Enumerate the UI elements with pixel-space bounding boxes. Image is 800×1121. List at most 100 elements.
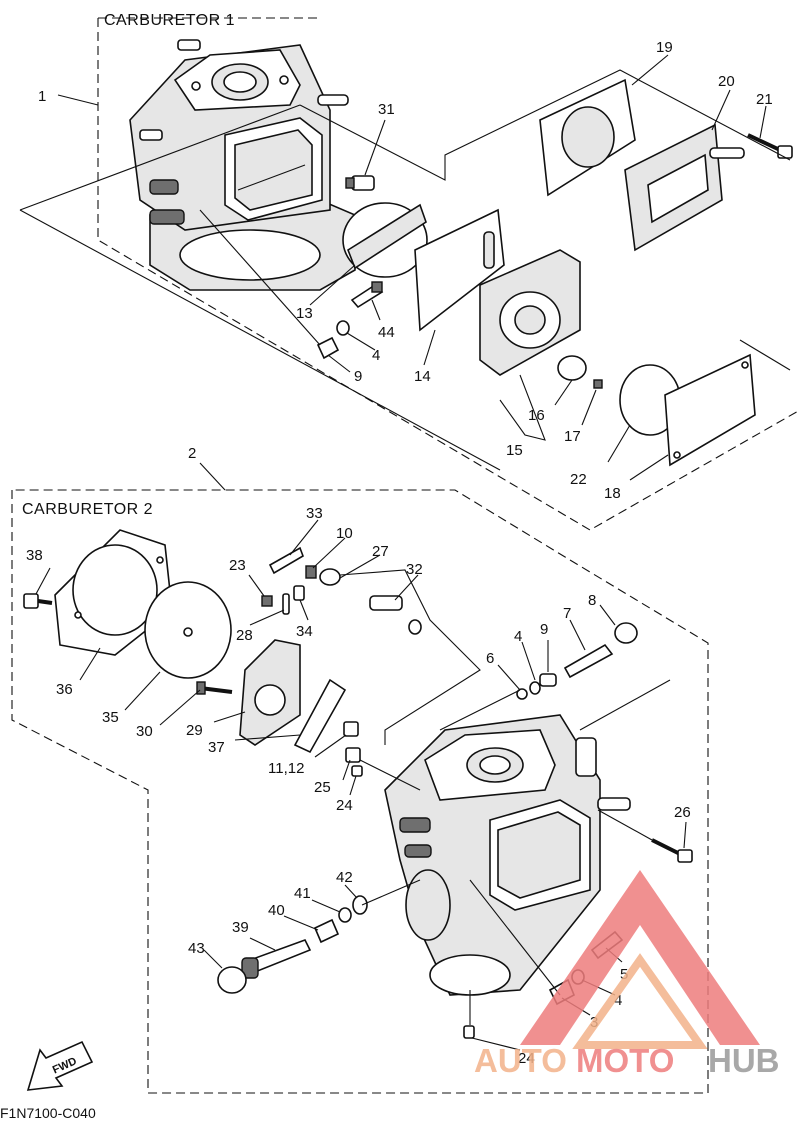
callout-10: 10 — [336, 525, 353, 542]
callout-labels: 1 31 13 44 4 9 14 16 17 15 22 18 19 20 2… — [26, 39, 773, 1067]
callout-4-upper: 4 — [372, 347, 380, 364]
callout-26: 26 — [674, 804, 691, 821]
part-30-screw — [196, 681, 233, 695]
callout-4-lower: 4 — [614, 992, 622, 1009]
callout-13: 13 — [296, 305, 313, 322]
callout-6: 6 — [486, 650, 494, 667]
part-28-pin — [282, 593, 290, 615]
part-19-gasket — [539, 78, 636, 197]
callout-27: 27 — [372, 543, 389, 560]
drawing-code: F1N7100-C040 — [0, 1105, 96, 1121]
automotohub-watermark: AUTO MOTO HUB — [474, 870, 780, 1079]
callout-32: 32 — [406, 561, 423, 578]
part-26-bolt — [651, 838, 693, 863]
part-35-diaphragm — [144, 581, 232, 679]
carburetor-1-body — [129, 39, 356, 291]
part-37-gasket — [293, 678, 347, 754]
part-27-plate — [319, 568, 341, 586]
watermark-inner-triangle-icon — [572, 953, 708, 1049]
part-8-cap — [614, 622, 638, 644]
part-31-screw — [345, 175, 375, 191]
callout-14: 14 — [414, 368, 431, 385]
callout-15: 15 — [506, 442, 523, 459]
callout-43: 43 — [188, 940, 205, 957]
carburetor-2-guide-lines — [339, 569, 671, 1025]
part-13-diaphragm — [342, 202, 428, 278]
callout-35: 35 — [102, 709, 119, 726]
callout-23: 23 — [229, 557, 246, 574]
part-24-jet-upper — [351, 765, 363, 777]
callout-37: 37 — [208, 739, 225, 756]
callout-38: 38 — [26, 547, 43, 564]
part-33-lever — [268, 546, 304, 575]
watermark-text-hub: HUB — [708, 1042, 780, 1079]
callout-8: 8 — [588, 592, 596, 609]
part-32-needle — [369, 595, 422, 635]
part-44-needle-valve — [350, 281, 384, 309]
callout-28: 28 — [236, 627, 253, 644]
callout-leaders — [35, 54, 767, 1051]
callout-18: 18 — [604, 485, 621, 502]
watermark-text-auto: AUTO — [474, 1042, 567, 1079]
part-42-o-ring — [352, 895, 368, 915]
callout-31: 31 — [378, 101, 395, 118]
part-39-throttle-screw — [241, 939, 312, 979]
callout-34: 34 — [296, 623, 313, 640]
callout-39: 39 — [232, 919, 249, 936]
part-18-cover — [664, 353, 756, 467]
callout-16: 16 — [528, 407, 545, 424]
callout-42: 42 — [336, 869, 353, 886]
callout-24-lower: 24 — [518, 1050, 535, 1067]
part-23-screw — [261, 595, 273, 607]
part-40-spring — [313, 918, 340, 944]
part-43-cap — [217, 966, 247, 994]
callout-21: 21 — [756, 91, 773, 108]
carburetor-1-guide-lines — [19, 69, 791, 471]
callout-11-12: 11,12 — [268, 760, 304, 777]
part-21-bolt — [747, 133, 793, 159]
part-34-spring — [293, 585, 305, 601]
callout-36: 36 — [56, 681, 73, 698]
part-38-bolt — [23, 593, 53, 609]
part-11-12-jet — [343, 721, 359, 737]
carburetor-1-title: CARBURETOR 1 — [104, 12, 235, 29]
callout-17: 17 — [564, 428, 581, 445]
callout-24-upper: 24 — [336, 797, 353, 814]
part-25-jet — [345, 747, 361, 763]
callout-41: 41 — [294, 885, 311, 902]
part-7-screw — [563, 643, 614, 679]
callout-7: 7 — [563, 605, 571, 622]
part-4-washer-upper — [336, 320, 350, 336]
part-6-o-ring — [516, 688, 528, 700]
callout-19: 19 — [656, 39, 673, 56]
part-9-spring-upper — [316, 336, 340, 360]
watermark-triangle-icon — [520, 870, 760, 1045]
callout-25: 25 — [314, 779, 331, 796]
callout-40: 40 — [268, 902, 285, 919]
part-16-check-valve — [557, 355, 587, 381]
callout-29: 29 — [186, 722, 203, 739]
part-36-cover — [54, 529, 173, 656]
part-14-gasket — [414, 208, 505, 332]
part-20-plate — [624, 123, 745, 252]
part-41-washer — [338, 907, 352, 923]
part-29-pump-housing — [239, 639, 301, 746]
part-10-screw — [305, 565, 317, 579]
callout-9-upper: 9 — [354, 368, 362, 385]
part-9-spring-lower — [539, 673, 557, 687]
carburetor-2-title: CARBURETOR 2 — [22, 501, 153, 518]
part-17-screw — [593, 379, 603, 389]
carburetor-2-frame — [11, 489, 709, 1094]
part-15-pump-body — [479, 249, 581, 376]
callout-9-lower: 9 — [540, 621, 548, 638]
callout-5: 5 — [620, 966, 628, 983]
callout-4-middle: 4 — [514, 628, 522, 645]
callout-2: 2 — [188, 445, 196, 462]
callout-22: 22 — [570, 471, 587, 488]
part-4-washer-middle — [529, 681, 541, 695]
callout-44: 44 — [378, 324, 395, 341]
callout-1: 1 — [38, 88, 46, 105]
callout-33: 33 — [306, 505, 323, 522]
watermark-text-moto: MOTO — [576, 1042, 674, 1079]
